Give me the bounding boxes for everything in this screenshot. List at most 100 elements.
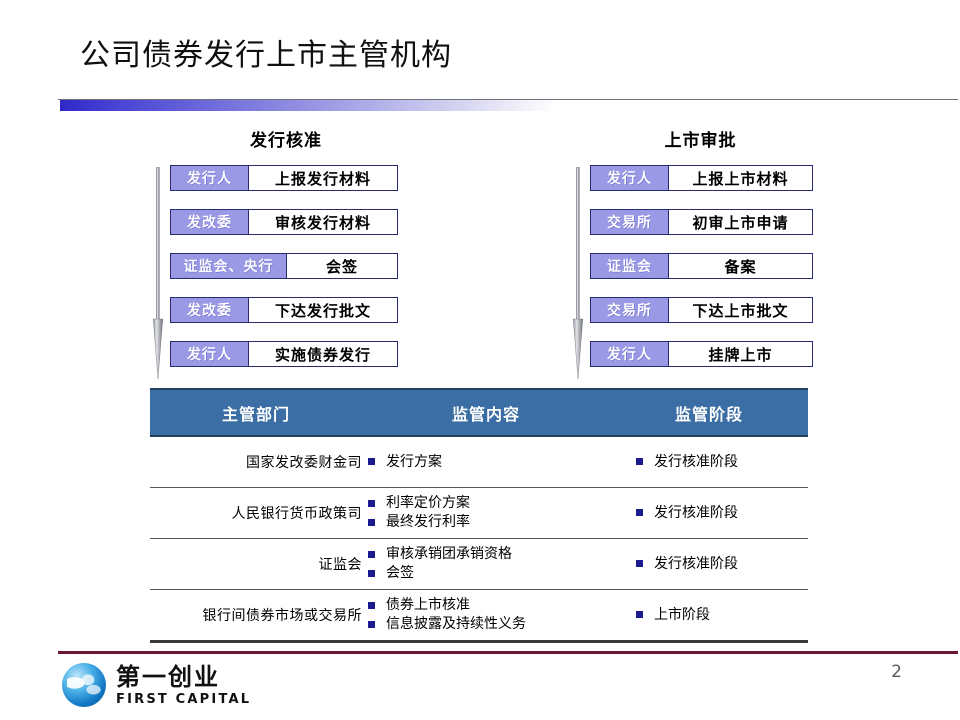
flow-step-actor: 证监会: [591, 254, 669, 278]
bullet-square-icon: [636, 458, 643, 466]
flow-step[interactable]: 证监会、央行 会签: [170, 253, 398, 279]
flow-heading: 发行核准: [250, 131, 322, 151]
cell-scope: 审核承销团承销资格 会签: [362, 538, 610, 590]
list-item: 债券上市核准: [368, 596, 610, 615]
list-item-label: 发行核准阶段: [654, 555, 738, 572]
table-row: 银行间债券市场或交易所 债券上市核准 信息披露及持续性义务 上市阶段: [150, 589, 808, 643]
bullet-list: 审核承销团承销资格 会签: [362, 545, 610, 583]
flow-step-action: 挂牌上市: [708, 345, 773, 364]
title-divider-rule: [58, 99, 958, 100]
title-gradient-bar: [60, 100, 555, 111]
flow-step-action: 审核发行材料: [274, 213, 371, 232]
list-item: 发行核准阶段: [636, 453, 808, 472]
flow-step-actor: 交易所: [591, 210, 669, 234]
regulator-responsibility-table: 主管部门 监管内容 监管阶段 国家发改委财金司 发行方案 发行核准阶段 人民银行…: [150, 388, 808, 643]
flow-step[interactable]: 交易所 下达上市批文: [590, 297, 813, 323]
bullet-list: 发行核准阶段: [610, 453, 808, 472]
flow-step[interactable]: 发行人 挂牌上市: [590, 341, 813, 367]
table-header: 主管部门 监管内容 监管阶段: [150, 388, 808, 437]
bullet-square-icon: [368, 518, 375, 526]
flow-step-action: 下达上市批文: [692, 301, 789, 320]
flow-step-actor: 发行人: [591, 342, 669, 366]
list-item-label: 最终发行利率: [386, 514, 470, 530]
bullet-square-icon: [368, 500, 375, 508]
logo-name-cn: 第一创业: [116, 661, 220, 691]
flow-step[interactable]: 发行人 上报发行材料: [170, 165, 398, 191]
flow-step-action: 上报上市材料: [692, 169, 789, 188]
down-arrow-icon: [572, 167, 584, 379]
list-item-label: 信息披露及持续性义务: [386, 616, 526, 632]
list-item-label: 发行核准阶段: [654, 453, 738, 470]
company-logo: 第一创业 FIRST CAPITAL: [62, 660, 272, 710]
list-item-label: 审核承销团承销资格: [386, 546, 512, 563]
table-row: 人民银行货币政策司 利率定价方案 最终发行利率 发行核准阶段: [150, 487, 808, 539]
cell-stage: 发行核准阶段: [610, 487, 808, 539]
flow-step-action: 初审上市申请: [692, 213, 789, 232]
page-number: 2: [891, 662, 902, 682]
flow-step-action: 上报发行材料: [274, 169, 371, 188]
cell-department: 国家发改委财金司: [150, 436, 362, 488]
flow-step[interactable]: 发行人 实施债券发行: [170, 341, 398, 367]
cell-department: 证监会: [150, 538, 362, 590]
cell-stage: 上市阶段: [610, 589, 808, 643]
list-item-label: 上市阶段: [654, 606, 710, 623]
flow-step-actor: 发改委: [171, 298, 249, 322]
flow-step-action: 下达发行批文: [274, 301, 371, 320]
bullet-square-icon: [368, 458, 375, 466]
column-header-scope: 监管内容: [362, 388, 610, 437]
bullet-square-icon: [368, 569, 375, 577]
table-header-row: 主管部门 监管内容 监管阶段: [150, 388, 808, 437]
flow-step-action: 实施债券发行: [274, 345, 371, 364]
table-row: 证监会 审核承销团承销资格 会签 发行核准阶段: [150, 538, 808, 590]
bullet-list: 发行方案: [362, 453, 610, 472]
list-item: 上市阶段: [636, 606, 808, 625]
column-header-stage: 监管阶段: [610, 388, 808, 437]
table-row: 国家发改委财金司 发行方案 发行核准阶段: [150, 436, 808, 488]
bullet-square-icon: [636, 611, 643, 619]
table-body: 国家发改委财金司 发行方案 发行核准阶段 人民银行货币政策司 利率定价方案 最终…: [150, 436, 808, 643]
cell-stage: 发行核准阶段: [610, 538, 808, 590]
logo-text: 第一创业 FIRST CAPITAL: [116, 661, 251, 706]
flow-step-action: 会签: [325, 257, 358, 276]
list-item: 最终发行利率: [368, 513, 610, 532]
flow-step[interactable]: 交易所 初审上市申请: [590, 209, 813, 235]
cell-scope: 债券上市核准 信息披露及持续性义务: [362, 589, 610, 643]
list-item: 利率定价方案: [368, 494, 610, 513]
flow-step-actor: 发行人: [591, 166, 669, 190]
flow-step-action: 备案: [724, 257, 757, 276]
cell-scope: 利率定价方案 最终发行利率: [362, 487, 610, 539]
bullet-square-icon: [636, 509, 643, 517]
flow-column-issuance-approval: 发行核准 发行人 上报发行材料 发改委 审核发行材料 证监会、央行 会签: [148, 126, 398, 379]
flow-step-actor: 交易所: [591, 298, 669, 322]
footer-divider-rule: [58, 651, 958, 654]
flow-steps-container: 发行人 上报发行材料 发改委 审核发行材料 证监会、央行 会签 发改委 下达发行…: [148, 165, 398, 379]
bullet-square-icon: [636, 560, 643, 568]
bullet-list: 发行核准阶段: [610, 504, 808, 523]
flow-heading: 上市审批: [664, 131, 737, 151]
bullet-list: 利率定价方案 最终发行利率: [362, 494, 610, 532]
flow-step[interactable]: 证监会 备案: [590, 253, 813, 279]
down-arrow-icon: [152, 167, 164, 379]
flow-step-actor: 发行人: [171, 342, 249, 366]
flow-step-actor: 证监会、央行: [171, 254, 287, 278]
bullet-square-icon: [368, 551, 375, 559]
flow-step[interactable]: 发改委 审核发行材料: [170, 209, 398, 235]
flow-step[interactable]: 发改委 下达发行批文: [170, 297, 398, 323]
bullet-list: 债券上市核准 信息披露及持续性义务: [362, 596, 610, 634]
list-item-label: 发行核准阶段: [654, 504, 738, 521]
flow-step-actor: 发行人: [171, 166, 249, 190]
bullet-list: 发行核准阶段: [610, 555, 808, 574]
globe-icon: [62, 663, 106, 707]
list-item-label: 发行方案: [386, 453, 442, 470]
cell-department: 银行间债券市场或交易所: [150, 589, 362, 643]
flow-step[interactable]: 发行人 上报上市材料: [590, 165, 813, 191]
cell-department: 人民银行货币政策司: [150, 487, 362, 539]
list-item: 发行核准阶段: [636, 504, 808, 523]
list-item-label: 利率定价方案: [386, 495, 470, 512]
list-item-label: 会签: [386, 565, 414, 581]
list-item-label: 债券上市核准: [386, 597, 470, 614]
flow-column-listing-approval: 上市审批 发行人 上报上市材料 交易所 初审上市申请 证监会 备案: [568, 126, 813, 379]
page-title: 公司债券发行上市主管机构: [80, 38, 452, 73]
flow-steps-container: 发行人 上报上市材料 交易所 初审上市申请 证监会 备案 交易所 下达上市批文 …: [568, 165, 813, 379]
